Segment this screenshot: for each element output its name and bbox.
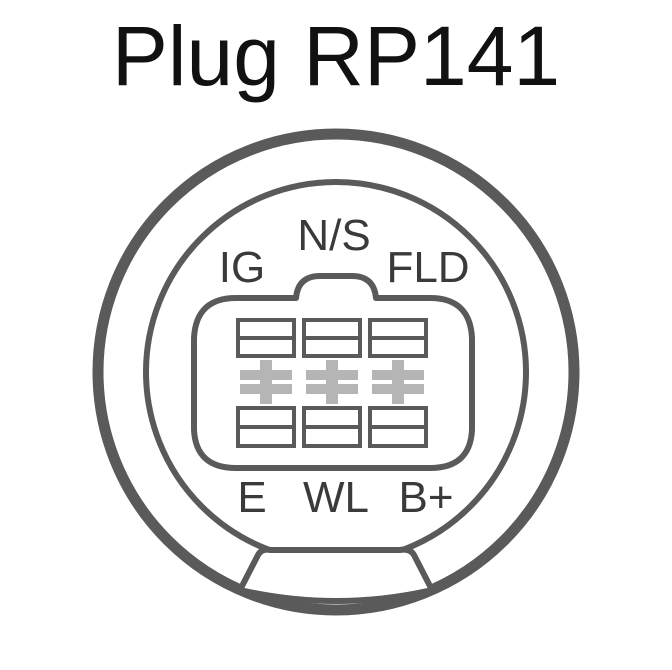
key-tab: [237, 546, 435, 604]
pin-label-e: E: [237, 473, 266, 522]
top-terminals: [236, 318, 428, 358]
bottom-terminals: [236, 406, 428, 448]
pin-label-ns: N/S: [297, 211, 370, 260]
pin-label-ig: IG: [219, 243, 265, 292]
cross-left: [240, 360, 292, 404]
cross-right: [372, 360, 424, 404]
pin-label-fld: FLD: [386, 243, 469, 292]
pin-label-bplus: B+: [398, 473, 453, 522]
outer-ring: [92, 128, 580, 616]
diagram-title: Plug RP141: [111, 9, 561, 103]
pin-label-wl: WL: [303, 473, 369, 522]
terminal-crosses: [240, 360, 424, 404]
cross-middle: [306, 360, 358, 404]
